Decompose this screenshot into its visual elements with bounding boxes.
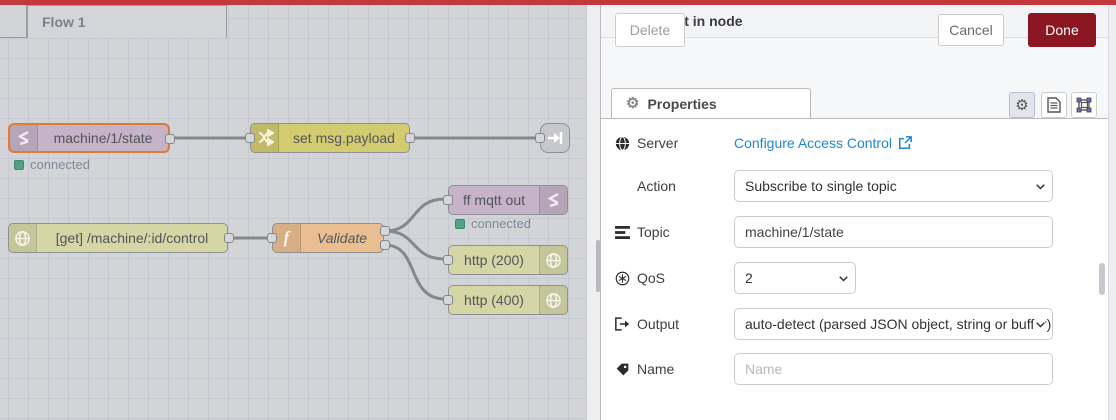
link-out-icon [541, 124, 569, 152]
node-label: http (200) [464, 252, 524, 268]
node-label: http (400) [464, 292, 524, 308]
wire-function-http400[interactable] [383, 243, 447, 301]
tab-border [601, 118, 1108, 119]
status-dot [455, 218, 465, 229]
function-icon: f [273, 224, 301, 252]
output-port[interactable] [224, 233, 234, 243]
edit-tray: Edit ff mqtt in node Delete Cancel Done … [600, 5, 1116, 420]
field-row-qos: QoS 2 [615, 262, 1053, 294]
tasks-icon [615, 225, 630, 239]
node-function-validate[interactable]: f Validate [267, 223, 390, 253]
mqtt-icon [539, 186, 567, 214]
chevron-down-icon [1033, 183, 1045, 191]
node-label: machine/1/state [53, 130, 153, 146]
qos-label: QoS [615, 270, 734, 286]
node-status-mqtt-in: connected [14, 157, 90, 172]
input-port[interactable] [245, 133, 255, 143]
appearance-icon [1076, 97, 1092, 113]
output-port-1[interactable] [380, 226, 390, 236]
field-row-name: Name [615, 353, 1053, 385]
tab-bar-stub [0, 5, 27, 38]
cancel-button[interactable]: Cancel [938, 14, 1004, 46]
node-label: ff mqtt out [463, 192, 525, 208]
qos-icon [615, 271, 630, 285]
node-label: [get] /machine/:id/control [55, 230, 209, 246]
tag-icon [616, 363, 629, 375]
action-select[interactable]: Subscribe to single topic [734, 170, 1053, 202]
input-port[interactable] [267, 233, 277, 243]
output-label: Output [615, 316, 734, 332]
qos-select[interactable]: 2 [734, 262, 856, 294]
action-label: Action [637, 178, 676, 194]
description-view-button[interactable] [1041, 92, 1067, 118]
output-port-2[interactable] [380, 240, 390, 250]
node-http-response-400[interactable]: http (400) [443, 285, 568, 315]
document-icon [1047, 97, 1061, 113]
field-row-server: Server Configure Access Control [615, 127, 1053, 159]
input-port[interactable] [443, 255, 453, 265]
delete-button[interactable]: Delete [615, 13, 685, 47]
wire-function-mqttout[interactable] [383, 197, 447, 233]
globe-icon [9, 224, 37, 252]
sign-out-icon [615, 317, 630, 331]
node-ff-mqtt-out[interactable]: ff mqtt out [443, 185, 568, 215]
right-edge-strip [1108, 5, 1116, 420]
field-row-output: Output auto-detect (parsed JSON object, … [615, 308, 1053, 340]
tab-flow-1[interactable]: Flow 1 [27, 5, 227, 38]
node-status-mqtt-out: connected [455, 216, 531, 231]
globe-icon [615, 135, 630, 151]
appearance-view-button[interactable] [1071, 92, 1097, 118]
node-change[interactable]: set msg.payload [245, 123, 415, 153]
output-select[interactable]: auto-detect (parsed JSON object, string … [734, 308, 1053, 340]
server-label: Server [615, 135, 734, 151]
mqtt-icon [10, 125, 38, 151]
tray-scrollbar-thumb[interactable] [1099, 263, 1105, 295]
gear-icon: ⚙ [1015, 96, 1029, 114]
panel-divider[interactable] [586, 5, 600, 420]
node-http-in[interactable]: [get] /machine/:id/control [8, 223, 234, 253]
chevron-down-icon [1033, 321, 1045, 329]
node-ff-mqtt-in[interactable]: machine/1/state [8, 123, 175, 153]
top-accent-bar [0, 0, 1116, 5]
flow-canvas[interactable]: Flow 1 machine/1/state connected [0, 5, 586, 420]
divider-scrollbar-thumb[interactable] [596, 240, 600, 292]
status-dot [14, 159, 24, 170]
globe-icon [539, 246, 567, 274]
field-row-action: Action Subscribe to single topic [615, 170, 1053, 202]
done-button[interactable]: Done [1028, 13, 1096, 47]
name-label: Name [615, 361, 734, 377]
node-label: Validate [316, 230, 368, 246]
tab-properties[interactable]: ⚙ Properties [611, 88, 811, 118]
wire-function-http200[interactable] [383, 229, 447, 261]
chevron-down-icon [836, 275, 848, 283]
change-icon [251, 124, 279, 152]
output-port[interactable] [405, 133, 415, 143]
gear-icon: ⚙ [626, 95, 640, 112]
node-link-out[interactable] [535, 123, 570, 153]
configure-access-control-link[interactable]: Configure Access Control [734, 135, 912, 151]
input-port[interactable] [535, 133, 545, 143]
globe-icon [539, 286, 567, 314]
input-port[interactable] [443, 195, 453, 205]
node-label: set msg.payload [293, 130, 395, 146]
topic-label: Topic [615, 224, 734, 240]
input-port[interactable] [443, 295, 453, 305]
properties-view-button[interactable]: ⚙ [1009, 92, 1035, 118]
wires-layer [168, 136, 541, 301]
external-link-icon [898, 136, 912, 150]
node-http-response-200[interactable]: http (200) [443, 245, 568, 275]
name-input[interactable] [734, 353, 1053, 385]
field-row-topic: Topic [615, 216, 1053, 248]
topic-input[interactable] [734, 216, 1053, 248]
output-port[interactable] [165, 134, 175, 144]
